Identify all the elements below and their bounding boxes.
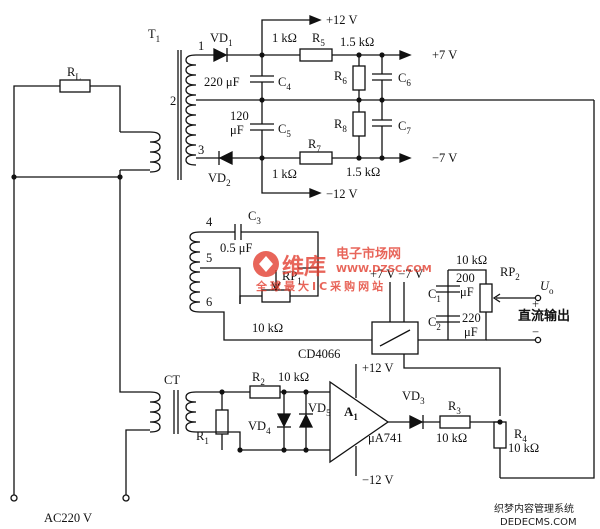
label-R5: R5 bbox=[312, 31, 325, 48]
label-R2-value: 10 kΩ bbox=[278, 370, 309, 384]
label-RP1: RP1 bbox=[282, 269, 302, 286]
label-dc-output: 直流输出 bbox=[518, 308, 570, 324]
label-R3: R3 bbox=[448, 399, 461, 416]
resistor-R5 bbox=[299, 48, 333, 62]
label-C1: C1 bbox=[428, 287, 441, 304]
watermark-brand: 维库 bbox=[282, 254, 326, 280]
label-R7: R7 bbox=[308, 137, 321, 154]
label-opamp-minus12: −12 V bbox=[362, 473, 393, 487]
label-R4: R4 bbox=[514, 427, 527, 444]
label-pin4: 4 bbox=[206, 215, 213, 229]
resistor-R4 bbox=[493, 421, 507, 449]
label-C1-value: 200 bbox=[456, 271, 475, 285]
label-A1: A1 bbox=[344, 404, 358, 422]
label-plus12: +12 V bbox=[326, 13, 357, 27]
label-C4: C4 bbox=[278, 75, 291, 92]
diode-VD1 bbox=[213, 47, 228, 63]
label-C5-value2: μF bbox=[230, 123, 244, 137]
opamp-A1 bbox=[310, 364, 390, 476]
label-R2: R2 bbox=[252, 370, 265, 387]
label-VD2: VD2 bbox=[208, 171, 231, 188]
T1-secondary-coil bbox=[185, 54, 197, 166]
resistor-R8 bbox=[352, 111, 366, 137]
CT-secondary-coil bbox=[185, 391, 197, 433]
ac-terminal-left bbox=[10, 494, 18, 502]
label-R6: R6 bbox=[334, 69, 347, 86]
label-pin5: 5 bbox=[206, 251, 212, 265]
label-CT: CT bbox=[164, 373, 180, 387]
watermark-footer-en: DEDECMS.COM bbox=[500, 517, 577, 528]
label-C3: C3 bbox=[248, 209, 261, 226]
label-pin1: 1 bbox=[198, 39, 204, 53]
label-RP1-value: 10 kΩ bbox=[252, 321, 283, 335]
label-C5: C5 bbox=[278, 122, 291, 139]
label-C6: C6 bbox=[398, 71, 411, 88]
label-Uo: Uo bbox=[540, 279, 554, 296]
resistor-R6 bbox=[352, 65, 366, 91]
output-terminal-minus bbox=[534, 336, 542, 344]
label-VD1: VD1 bbox=[210, 31, 233, 48]
label-RP2-value: 10 kΩ bbox=[456, 253, 487, 267]
label-ua741: μA741 bbox=[368, 431, 402, 445]
CT-primary-coil bbox=[149, 391, 161, 433]
label-pin3: 3 bbox=[198, 143, 204, 157]
label-C5-value1: 120 bbox=[230, 109, 249, 123]
label-R5-value: 1 kΩ bbox=[272, 31, 297, 45]
diode-VD3 bbox=[409, 414, 424, 430]
label-C2-value: 220 bbox=[462, 311, 481, 325]
label-R3-value: 10 kΩ bbox=[436, 431, 467, 445]
label-C3-value: 0.5 μF bbox=[220, 241, 252, 255]
label-plus7: +7 V bbox=[432, 48, 457, 62]
label-RP2: RP2 bbox=[500, 265, 520, 282]
T1-aux-coil bbox=[189, 231, 201, 313]
label-out-plus: + bbox=[532, 297, 539, 311]
output-terminal-plus bbox=[534, 294, 542, 302]
label-VD3: VD3 bbox=[402, 389, 425, 406]
resistor-R3 bbox=[439, 415, 471, 429]
label-R8-value: 1.5 kΩ bbox=[346, 165, 380, 179]
label-R1: R1 bbox=[196, 429, 209, 446]
label-minus12: −12 V bbox=[326, 187, 357, 201]
label-R6-value: 1.5 kΩ bbox=[340, 35, 374, 49]
label-ac: AC220 V bbox=[44, 511, 92, 525]
label-R8: R8 bbox=[334, 117, 347, 134]
resistor-R1 bbox=[215, 409, 229, 435]
label-R7-value: 1 kΩ bbox=[272, 167, 297, 181]
resistor-R2 bbox=[249, 385, 281, 399]
label-out-minus: − bbox=[532, 325, 539, 339]
label-pin6: 6 bbox=[206, 295, 212, 309]
label-R4-value: 10 kΩ bbox=[508, 441, 539, 455]
resistor-RL bbox=[59, 79, 91, 93]
label-C2-value2: μF bbox=[464, 325, 478, 339]
label-T1: T1 bbox=[148, 27, 160, 44]
mains-wiring bbox=[10, 79, 150, 502]
watermark-site-cn: 电子市场网 bbox=[336, 246, 401, 262]
label-VD5: VD5 bbox=[308, 401, 331, 418]
watermark-site-en: WWW.DZSC.COM bbox=[336, 264, 432, 275]
label-C1-value2: μF bbox=[460, 285, 474, 299]
dzsc-logo-icon bbox=[253, 251, 279, 277]
potentiometer-RP2 bbox=[479, 283, 493, 313]
label-minus7: −7 V bbox=[432, 151, 457, 165]
diode-VD2 bbox=[218, 150, 233, 166]
watermark-slogan: 全球最大IC采购网站 bbox=[255, 279, 386, 293]
label-C7: C7 bbox=[398, 119, 411, 136]
T1-primary-coil bbox=[149, 131, 161, 173]
watermark-footer-cn: 织梦内容管理系统 bbox=[494, 502, 574, 515]
label-cd4066: CD4066 bbox=[298, 347, 340, 361]
label-RL: RL bbox=[67, 65, 81, 82]
watermark: 维库 电子市场网 WWW.DZSC.COM 全球最大IC采购网站 bbox=[253, 246, 432, 293]
label-switch-voltages: +7 V −7 V bbox=[370, 267, 423, 281]
diode-VD4 bbox=[276, 392, 292, 450]
label-opamp-plus12: +12 V bbox=[362, 361, 393, 375]
label-VD4: VD4 bbox=[248, 419, 271, 436]
diode-VD5 bbox=[298, 392, 314, 450]
label-pin2: 2 bbox=[170, 94, 176, 108]
ac-terminal-right bbox=[122, 494, 130, 502]
label-C4-value: 220 μF bbox=[204, 75, 240, 89]
label-C2: C2 bbox=[428, 315, 441, 332]
switch-CD4066 bbox=[371, 321, 419, 355]
